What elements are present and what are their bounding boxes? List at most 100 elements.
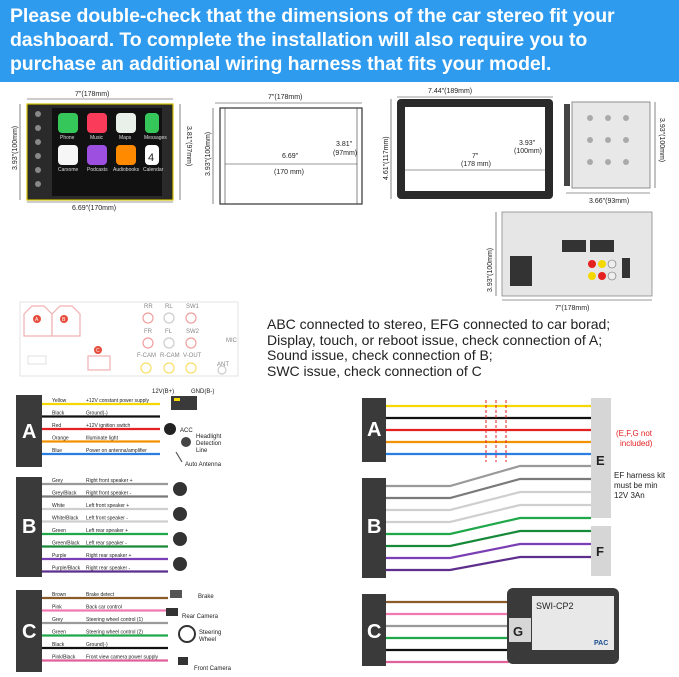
fuse-icon (27, 355, 47, 365)
note-line-1: ABC connected to stereo, EFG connected t… (267, 316, 611, 332)
right-plug-c (362, 594, 386, 666)
wire-desc-label: +12V constant power supply (86, 398, 149, 404)
speaker-icons (173, 482, 187, 571)
label-mic: MIC (226, 338, 238, 344)
carsome-icon (58, 145, 78, 165)
connector-panel: A B C RR RL SW1 FR FL SW2 F-CAM R-CAM V-… (19, 301, 239, 377)
frame-outline (219, 107, 363, 205)
trim-inner-height-mm: (100mm) (514, 148, 542, 155)
connection-notes: ABC connected to stereo, EFG connected t… (267, 316, 611, 379)
right-plug-b (362, 478, 386, 578)
plug-a-block (16, 395, 42, 467)
plug-c-block (16, 590, 42, 672)
headlight-icon (181, 437, 191, 447)
trim-height-left: 4.61"(117mm) (383, 136, 390, 180)
speaker-icon (173, 507, 187, 521)
steering-wheel-icon (178, 625, 196, 643)
wire-color-label: Purple/Black (52, 566, 81, 572)
right-plug-a-label: A (367, 419, 381, 441)
wire-color-label: Grey (52, 617, 63, 623)
gnd-label: GND(B-) (191, 389, 214, 395)
module-brand: PAC (594, 640, 608, 647)
wire-color-label: Black (52, 411, 65, 417)
right-wire-b (386, 516, 591, 536)
wire-desc-label: Right front speaker - (86, 491, 132, 497)
messages-icon (145, 113, 159, 133)
app-label-podcasts: Podcasts (87, 167, 108, 173)
ef-note-1: EF harness kit (614, 471, 666, 480)
acc-label: ACC (180, 428, 193, 434)
headlight-label-3: Line (196, 448, 208, 454)
wire-color-label: Yellow (52, 398, 67, 404)
right-plug-a (362, 398, 386, 462)
wire-desc-label: Left front speaker + (86, 503, 129, 509)
right-wire-b (386, 503, 591, 524)
right-wire-b (386, 477, 591, 500)
wire-desc-label: Ground(-) (86, 642, 108, 648)
wire-color-label: Orange (52, 436, 69, 442)
wire-desc-label: Left front speaker - (86, 516, 128, 522)
wire-color-label: Pink (52, 605, 62, 611)
stereo-side-buttons (35, 111, 41, 187)
label-fr: FR (144, 329, 153, 335)
frame-inner-width: 6.69" (282, 153, 299, 160)
app-label-audiobooks: Audiobooks (113, 167, 140, 173)
label-rcam: R-CAM (160, 353, 180, 359)
power-plus-label: 12V(B+) (152, 389, 174, 395)
banner-line-3: purchase an additional wiring harness th… (10, 53, 552, 75)
stereo-width-top: 7"(178mm) (75, 91, 109, 98)
back-width: 7"(178mm) (555, 305, 589, 312)
wire-color-label: Brown (52, 592, 66, 598)
wire-desc-label: Steering wheel control (2) (86, 630, 143, 636)
banner-line-1: Please double-check that the dimensions … (10, 5, 615, 27)
audiobooks-icon (116, 145, 136, 165)
plug-b-dot (60, 315, 68, 323)
phone-icon (58, 113, 78, 133)
trim-opening (405, 107, 545, 191)
label-vout: V-OUT (183, 353, 202, 359)
wire-desc-label: Right front speaker + (86, 478, 133, 484)
label-sw1: SW1 (186, 304, 200, 310)
swc-module-label-panel (532, 596, 614, 650)
app-label-calendar: Calendar (143, 167, 164, 173)
wire-desc-label: Power on antenna/amplifier (86, 448, 147, 454)
stereo-back-view: 3.93"(100mm) 7"(178mm) (487, 211, 653, 312)
steering-label-1: Steering (199, 630, 221, 636)
frame-inner-height-mm: (97mm) (333, 150, 357, 157)
podcasts-icon (87, 145, 107, 165)
module-title: SWI-CP2 (536, 601, 574, 611)
efg-note-2: included) (620, 439, 653, 448)
stereo-height-left: 3.93"(100mm) (12, 126, 19, 170)
trim-inner-height: 3.93" (519, 140, 536, 147)
wire-color-label: Green/Black (52, 541, 80, 547)
app-grid: 4 Phone Music Maps Messages Carsome Podc… (58, 113, 167, 173)
antenna-icon (175, 451, 183, 463)
right-wire-b (386, 490, 591, 512)
headlight-label-1: Headlight (196, 434, 222, 440)
ef-note-2: must be min (614, 481, 658, 490)
warning-banner: Please double-check that the dimensions … (0, 0, 679, 82)
brake-icon (170, 590, 182, 598)
stereo-height-right: 3.81"(97mm) (185, 126, 192, 166)
wire-color-label: White (52, 503, 65, 509)
wire-desc-label: Right rear speaker + (86, 553, 132, 559)
right-wire-b (386, 542, 591, 560)
speaker-icon (173, 557, 187, 571)
side-height: 3.93"(100mm) (658, 118, 665, 162)
harness-g-block (509, 618, 531, 642)
ef-note-3: 12V 3An (614, 491, 645, 500)
stereo-front-view: 7"(178mm) 4 Phone Music Maps Messages Ca… (12, 91, 192, 212)
speaker-icon (173, 532, 187, 546)
right-wire-b (386, 529, 591, 548)
trim-ring-view: 7.44"(189mm) 7" (178 mm) 3.93" (100mm) 4… (383, 88, 553, 199)
right-connection-diagram: A B C E F (E,F,G not included) EF harnes… (362, 398, 666, 666)
acc-key-icon (164, 423, 176, 435)
app-label-carsome: Carsome (58, 167, 79, 173)
label-fl: FL (165, 329, 173, 335)
steering-label-2: Wheel (199, 637, 216, 643)
trim-inner-width-mm: (178 mm) (461, 161, 491, 168)
side-chassis (571, 101, 651, 189)
